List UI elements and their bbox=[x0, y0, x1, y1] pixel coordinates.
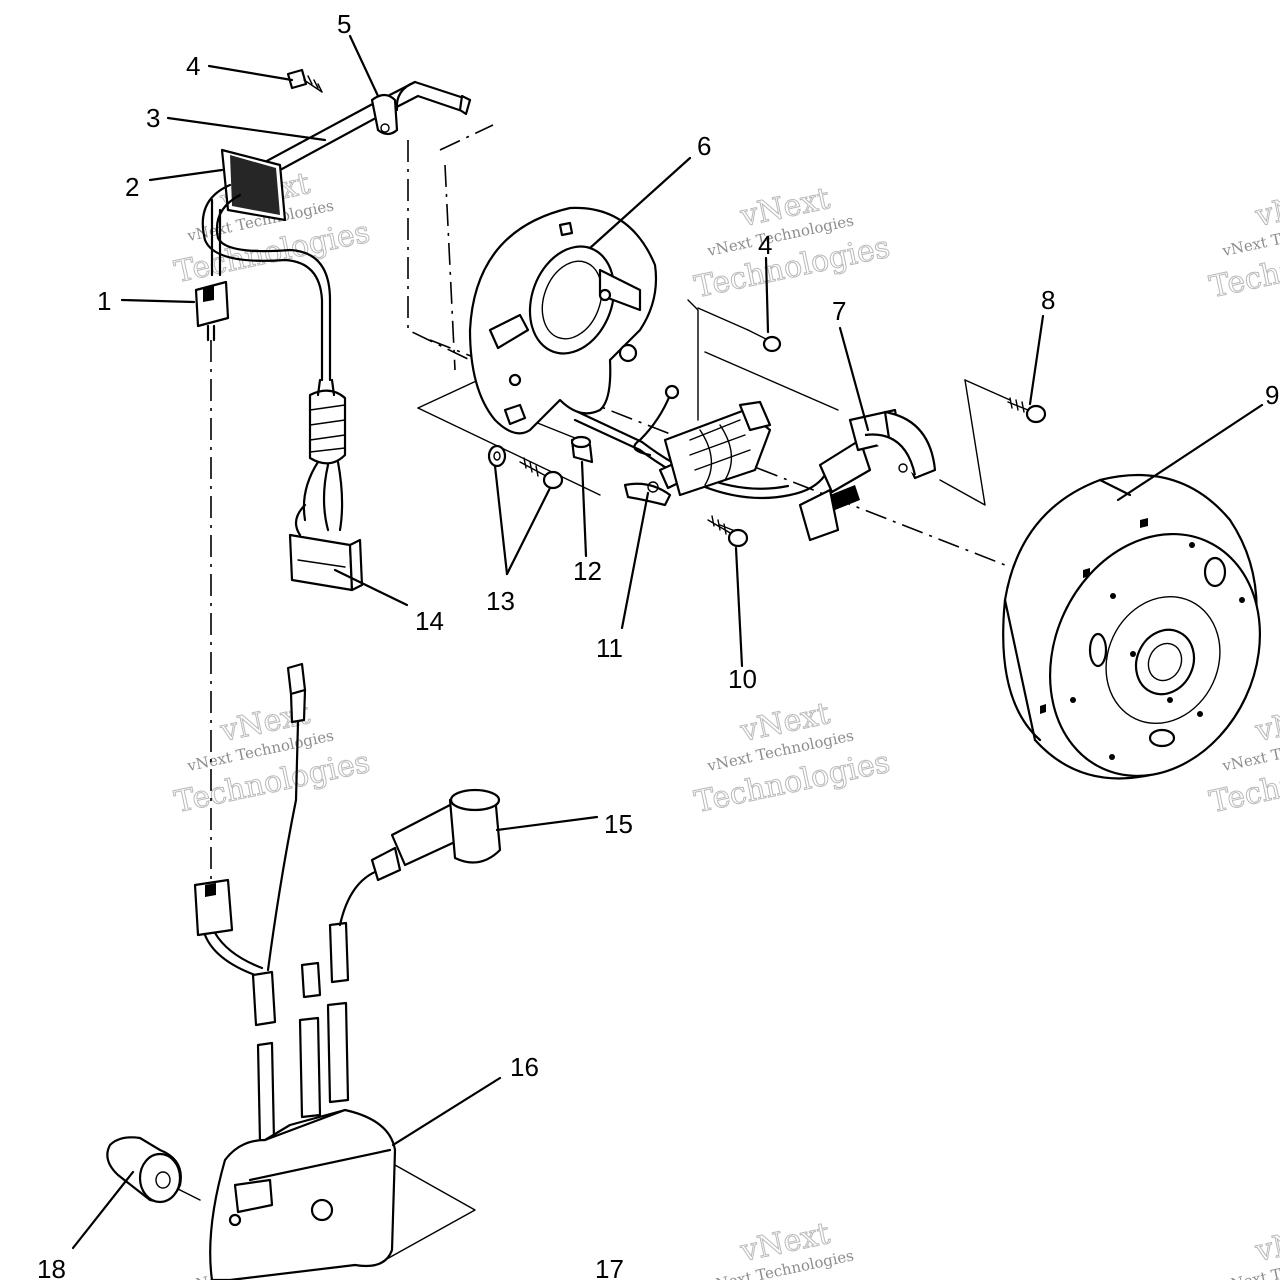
callout-16: 16 bbox=[510, 1052, 539, 1082]
watermark: vNext vNext Technologies Technologies bbox=[171, 696, 373, 821]
callout-3: 3 bbox=[146, 103, 160, 133]
callout-4: 4 bbox=[186, 51, 200, 81]
stator-plate bbox=[468, 206, 658, 435]
callout-7: 7 bbox=[832, 296, 846, 326]
callout-17: 17 bbox=[595, 1254, 624, 1280]
watermark: vNext vNext Technologies Technologies bbox=[691, 696, 893, 821]
stator-magnet-assembly bbox=[798, 408, 937, 542]
svg-text:vNext: vNext bbox=[1252, 1216, 1280, 1269]
callout-12: 12 bbox=[573, 556, 602, 586]
watermark: vNext vNext Technologies Technologies bbox=[1206, 181, 1280, 306]
ignition-assembly bbox=[106, 662, 502, 1280]
callout-14: 14 bbox=[415, 606, 444, 636]
wiring-harness-upper bbox=[194, 68, 472, 592]
callout-1: 1 bbox=[97, 286, 111, 316]
callout-11: 11 bbox=[596, 633, 623, 663]
watermark: vNext vNext Technologies bbox=[1220, 1216, 1280, 1280]
watermark: vNext vNext Technologies Technologies bbox=[691, 181, 893, 306]
callout-13: 13 bbox=[486, 586, 515, 616]
callout-5: 5 bbox=[337, 9, 351, 39]
callout-15: 15 bbox=[604, 809, 633, 839]
watermark: vNext vNext Technologies bbox=[705, 1216, 855, 1280]
flywheel bbox=[1002, 473, 1262, 780]
svg-text:vNext: vNext bbox=[1252, 181, 1280, 234]
callout-4: 4 bbox=[758, 230, 772, 260]
leader-lines bbox=[71, 34, 1264, 1250]
small-hardware bbox=[487, 329, 1047, 548]
callout-10: 10 bbox=[728, 664, 757, 694]
charging-coil bbox=[663, 400, 772, 497]
callout-2: 2 bbox=[125, 172, 139, 202]
callout-18: 18 bbox=[37, 1254, 66, 1280]
callout-labels: 1 2 3 4 4 5 6 7 8 9 10 11 12 13 14 15 16… bbox=[37, 9, 1279, 1280]
assembly-guides bbox=[169, 124, 1011, 1261]
svg-text:vNext: vNext bbox=[1252, 696, 1280, 749]
callout-6: 6 bbox=[697, 131, 711, 161]
callout-8: 8 bbox=[1041, 285, 1055, 315]
callout-9: 9 bbox=[1265, 380, 1279, 410]
